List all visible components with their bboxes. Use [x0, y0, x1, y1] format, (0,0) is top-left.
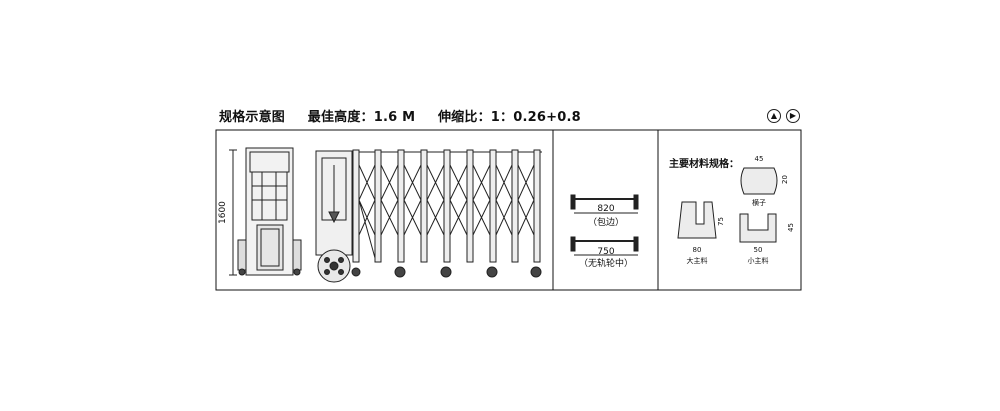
gate-end-view	[229, 147, 302, 276]
track-bottom-label: （无轨轮中）	[579, 257, 633, 269]
spec-title-bar: 规格示意图 最佳高度：1.6 M 伸缩比：1：0.26+0.8	[219, 106, 599, 125]
large-profile-name: 大主料	[687, 256, 708, 265]
track-top-drawing	[570, 194, 639, 214]
track-top-dim: 820	[597, 204, 614, 214]
track-bottom-dim: 750	[597, 247, 614, 257]
crossbar-profile	[740, 167, 778, 195]
crossbar-name: 横子	[752, 198, 766, 207]
gate-side-view	[315, 149, 542, 283]
crossbar-height: 20	[781, 175, 789, 184]
materials-heading: 主要材料规格：	[669, 157, 739, 170]
small-profile-width: 50	[754, 246, 763, 254]
spec-title: 规格示意图	[219, 110, 286, 125]
large-profile-width: 80	[693, 246, 702, 254]
up-arrow-button[interactable]: ▲	[767, 109, 781, 123]
ratio-text: 伸缩比：1：0.26+0.8	[437, 110, 581, 125]
large-profile-height: 75	[717, 217, 725, 226]
small-profile	[739, 213, 777, 243]
max-height-text: 最佳高度：1.6 M	[307, 110, 416, 125]
right-arrow-button[interactable]: ▶	[786, 109, 800, 123]
track-bottom-drawing	[570, 236, 639, 256]
diagram-frame	[215, 129, 802, 291]
right-arrow-icon: ▶	[789, 111, 797, 120]
large-profile	[677, 201, 717, 239]
up-arrow-icon: ▲	[770, 111, 778, 120]
small-profile-height: 45	[787, 223, 795, 232]
small-profile-name: 小主料	[748, 256, 769, 265]
height-dim-label: 1600	[218, 201, 228, 224]
crossbar-width: 45	[755, 155, 764, 163]
track-top-label: （包边）	[588, 216, 624, 228]
